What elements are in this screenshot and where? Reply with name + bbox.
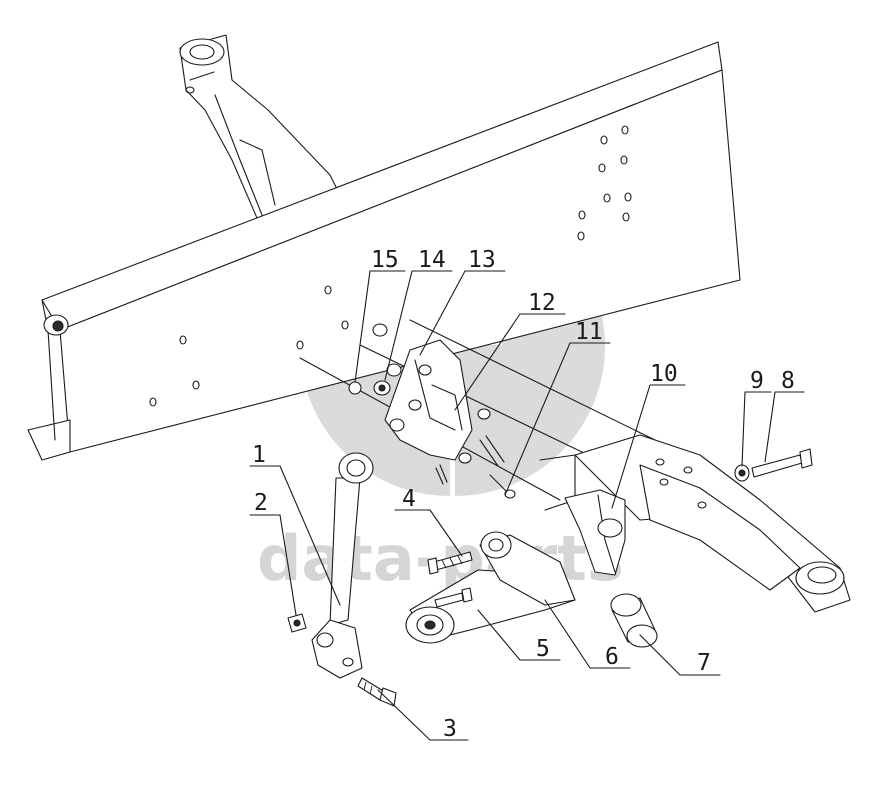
callout-14: 14 [418,247,446,273]
callout-7: 7 [697,650,711,676]
callout-12: 12 [528,290,556,316]
callout-10: 10 [650,361,678,387]
bolt-3 [357,677,397,707]
leader-lines [249,270,805,741]
callout-1: 1 [252,442,266,468]
callout-4: 4 [402,486,416,512]
callout-11: 11 [575,319,603,345]
vertical-link [311,452,374,679]
callout-15: 15 [371,247,399,273]
bushing-7 [610,593,658,648]
upper-mounting-arm [179,34,346,226]
link-lever [405,531,576,644]
bolt-4 [427,551,473,575]
beam-holes [149,125,632,407]
callout-13: 13 [468,247,496,273]
lower-frame-rail [299,319,851,613]
mounting-bracket [384,339,516,499]
fasteners-14-15 [348,323,402,396]
callout-3: 3 [443,716,457,742]
callout-5: 5 [536,636,550,662]
bushing-block [564,489,626,576]
nut-2 [287,613,307,633]
callout-8: 8 [781,368,795,394]
callout-9: 9 [750,368,764,394]
callout-6: 6 [605,644,619,670]
bolt-8-washer-9 [734,448,813,482]
callout-labels: 1 2 3 4 5 6 7 8 9 10 11 12 13 14 15 [252,247,795,742]
callout-2: 2 [254,490,268,516]
crossmember-beam [27,41,741,461]
